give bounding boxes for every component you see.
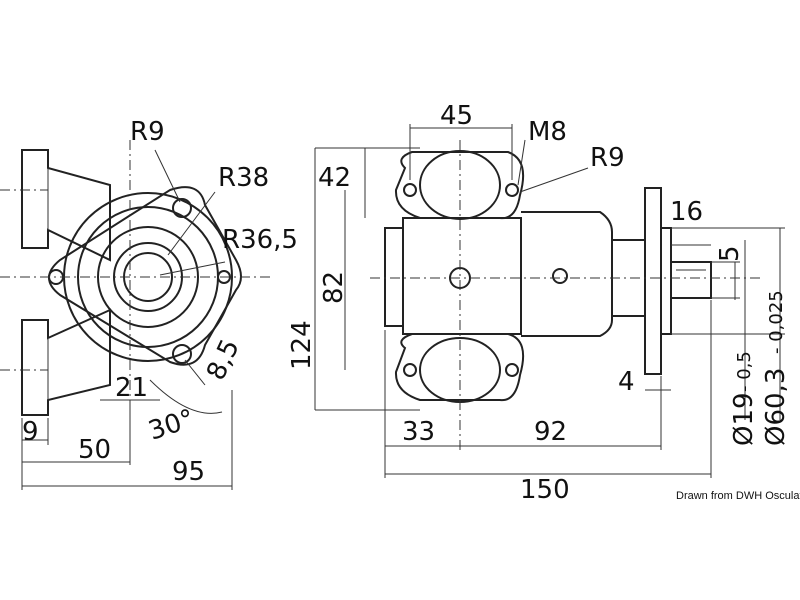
front-view: R9 R38 R36,5 8,5 21 30° 9 50 95	[0, 117, 298, 490]
side-flange-spigot	[660, 227, 672, 335]
label-m8: M8	[528, 117, 567, 147]
leader-r36-5	[159, 261, 226, 276]
label-r9-side: R9	[590, 143, 625, 173]
label-82: 82	[319, 271, 349, 304]
side-bottom-flange-hole-left	[403, 363, 417, 377]
side-top-flange	[394, 151, 524, 220]
label-r9-front: R9	[130, 117, 165, 147]
label-42: 42	[318, 163, 351, 193]
label-45: 45	[440, 101, 473, 131]
angle-arc-30	[149, 379, 223, 414]
bottom-port-flange	[21, 308, 111, 416]
side-shaft	[670, 261, 712, 299]
label-4: 4	[618, 367, 635, 397]
label-dia60-3: Ø60,3	[761, 368, 791, 446]
label-8-5: 8,5	[201, 335, 246, 385]
label-dia19: Ø19	[729, 392, 759, 446]
label-5: 5	[715, 245, 745, 262]
label-21: 21	[115, 373, 148, 403]
label-33: 33	[402, 417, 435, 447]
side-top-flange-hole-left	[403, 183, 417, 197]
credit-text: Drawn from DWH Osculati Srl	[676, 490, 800, 502]
leader-r9-side	[519, 167, 589, 193]
side-top-flange-hole-right	[505, 183, 519, 197]
label-dia60-group: Ø60,3 - 0,025	[761, 290, 791, 446]
label-150: 150	[520, 475, 570, 505]
label-9: 9	[22, 417, 39, 447]
side-cover-plate	[384, 227, 404, 327]
label-50: 50	[78, 435, 111, 465]
label-92: 92	[534, 417, 567, 447]
side-bottom-flange-hole-right	[505, 363, 519, 377]
label-16: 16	[670, 197, 703, 227]
fixing-hole-bottom	[172, 344, 192, 364]
fixing-hole-top	[172, 198, 192, 218]
side-bottom-flange	[394, 333, 524, 402]
leader-8-5	[184, 359, 206, 386]
side-mounting-flange	[644, 187, 662, 375]
label-tol19: - 0,5	[734, 351, 755, 392]
mounting-plate	[48, 186, 242, 366]
label-tol60-3: - 0,025	[766, 290, 787, 354]
top-port-flange	[21, 149, 111, 262]
leader-r38	[167, 191, 216, 256]
label-dia19-group: Ø19 - 0,5	[729, 351, 759, 446]
label-95: 95	[172, 457, 205, 487]
side-view: 45 M8 R9 42 82 124 16 5 4 33 92 150 Ø19 …	[287, 101, 791, 505]
label-r38: R38	[218, 163, 269, 193]
label-124: 124	[287, 320, 317, 370]
label-30-deg: 30°	[145, 404, 198, 447]
leader-r9	[154, 149, 181, 203]
side-pump-body	[402, 217, 522, 335]
bearing-housing	[97, 226, 199, 328]
leader-m8	[517, 139, 526, 186]
side-housing-plug	[552, 268, 568, 284]
label-r36-5: R36,5	[222, 225, 298, 255]
